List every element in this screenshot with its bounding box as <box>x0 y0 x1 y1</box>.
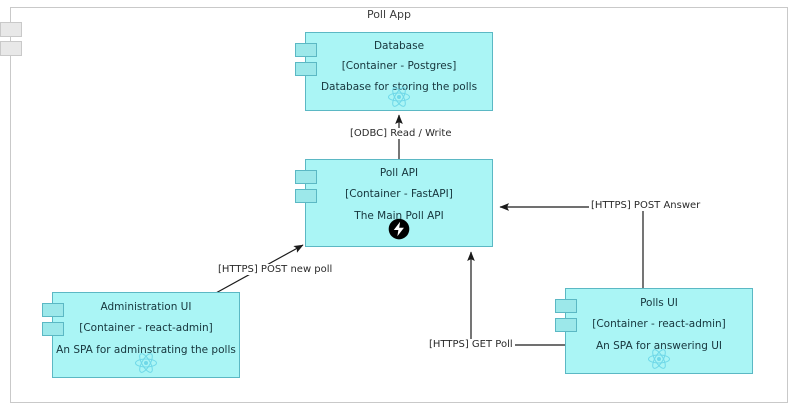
react-icon <box>648 349 670 369</box>
fastapi-icon <box>388 218 410 240</box>
container-description: An SPA for answering UI <box>595 340 723 352</box>
relationship-label-odbc: [ODBC] Read / Write <box>348 128 454 139</box>
container-description: An SPA for adminstrating the polls <box>56 344 236 356</box>
relationship-label-get-poll: [HTTPS] GET Poll <box>427 339 515 350</box>
component-tab-lower <box>295 189 317 203</box>
container-technology: [Container - FastAPI] <box>345 188 453 200</box>
container-name: Poll API <box>379 167 419 179</box>
container-name: Polls UI <box>640 297 678 309</box>
relationship-label-post-answer: [HTTPS] POST Answer <box>589 200 703 211</box>
react-icon <box>388 87 410 107</box>
component-tab-upper <box>295 43 317 57</box>
component-tab-lower <box>42 322 64 336</box>
container-technology: [Container - react-admin] <box>592 318 726 330</box>
relationship-label-post-new-poll: [HTTPS] POST new poll <box>216 264 335 275</box>
component-tab-lower <box>555 318 577 332</box>
boundary-tab-upper <box>0 22 22 37</box>
boundary-tab-lower <box>0 41 22 56</box>
container-polls-ui[interactable]: Polls UI [Container - react-admin] An SP… <box>555 288 753 374</box>
container-technology: [Container - Postgres] <box>341 60 457 72</box>
container-name: Database <box>373 40 425 52</box>
container-description: Database for storing the polls <box>320 81 478 93</box>
component-tab-lower <box>295 62 317 76</box>
container-technology: [Container - react-admin] <box>79 322 213 334</box>
diagram-title: Poll App <box>366 8 412 21</box>
component-tab-upper <box>295 170 317 184</box>
container-name: Administration UI <box>100 301 192 313</box>
component-tab-upper <box>42 303 64 317</box>
react-icon <box>135 353 157 373</box>
container-description: The Main Poll API <box>354 210 444 222</box>
container-database[interactable]: Database [Container - Postgres] Database… <box>295 32 493 111</box>
container-poll-api[interactable]: Poll API [Container - FastAPI] The Main … <box>295 159 493 247</box>
container-administration-ui[interactable]: Administration UI [Container - react-adm… <box>42 292 240 378</box>
component-tab-upper <box>555 299 577 313</box>
system-boundary-poll-app <box>0 7 788 403</box>
